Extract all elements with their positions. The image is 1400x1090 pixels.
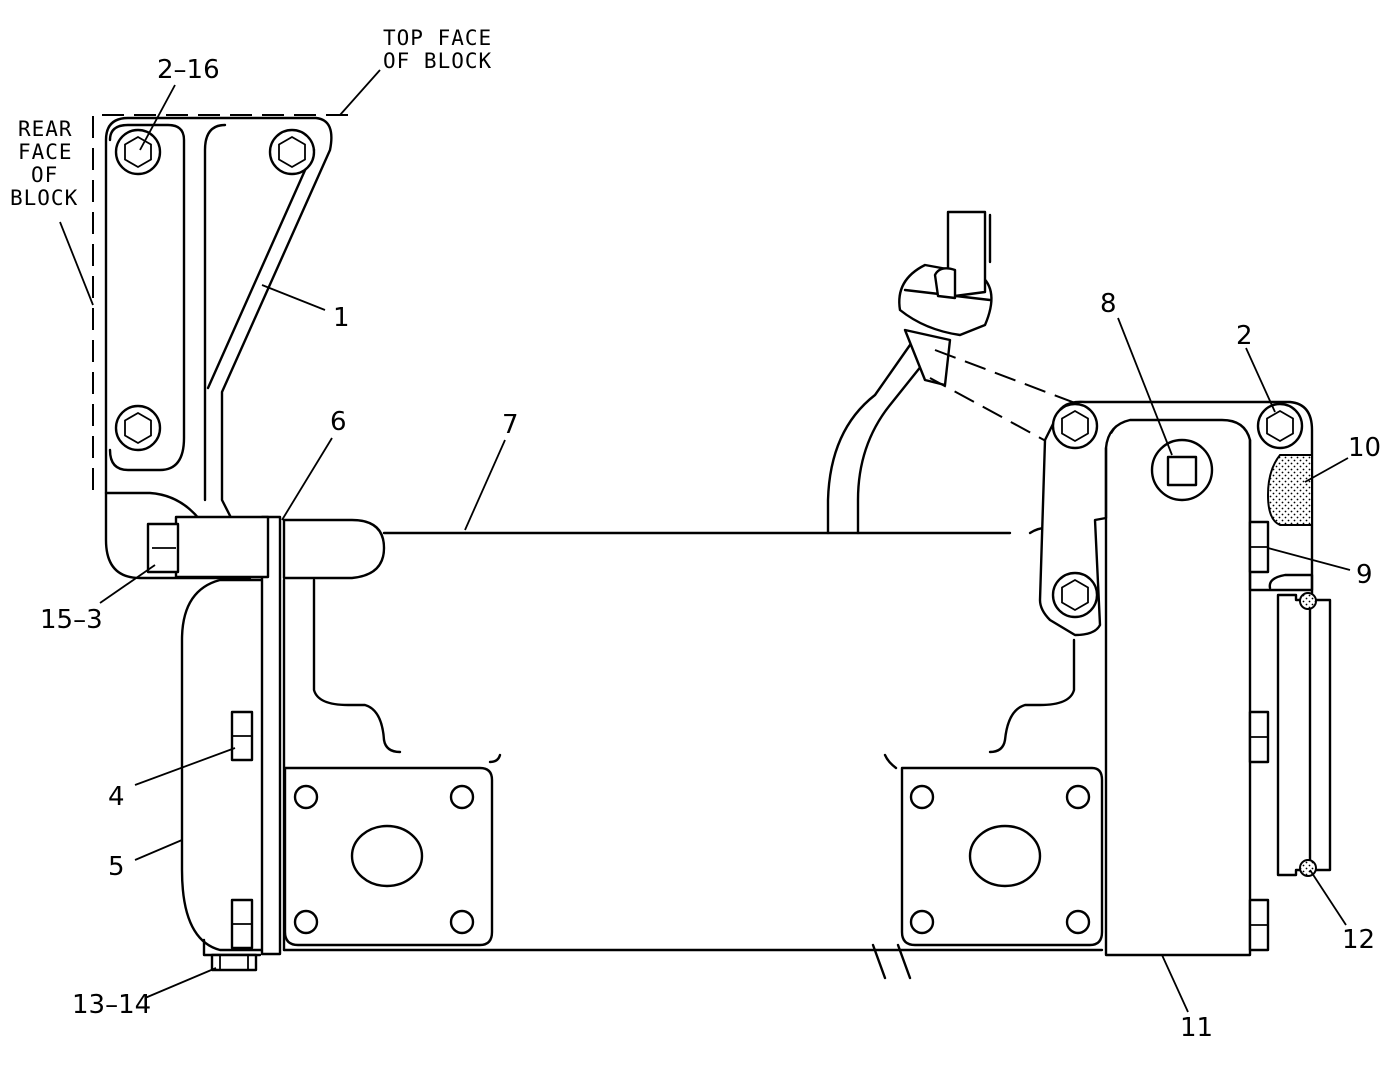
hex-bolt-icon bbox=[268, 128, 316, 176]
callout-8: 8 bbox=[1100, 289, 1117, 319]
bolt-hole-icon bbox=[293, 909, 319, 935]
note-rear-face-line-2: FACE bbox=[18, 140, 73, 164]
callout-11: 11 bbox=[1180, 1013, 1213, 1043]
callout-2: 2 bbox=[1236, 321, 1253, 351]
mounting-bracket bbox=[104, 116, 333, 580]
hex-bolt-icon bbox=[1051, 402, 1099, 450]
o-ring-icon bbox=[1299, 859, 1317, 877]
callout-2-16: 2–16 bbox=[157, 55, 220, 85]
block-reference-lines bbox=[92, 114, 355, 490]
bolt-hole-icon bbox=[909, 909, 935, 935]
hex-bolt-icon bbox=[114, 128, 162, 176]
note-top-face: TOP FACE OF BLOCK bbox=[383, 26, 492, 73]
callout-4: 4 bbox=[108, 782, 125, 812]
bolt-hole-icon bbox=[1065, 784, 1091, 810]
note-rear-face-line-4: BLOCK bbox=[10, 186, 78, 210]
bolt-hole-icon bbox=[909, 784, 935, 810]
note-rear-face-line-3: OF bbox=[31, 163, 58, 187]
hex-bolt-icon bbox=[114, 404, 162, 452]
callout-12: 12 bbox=[1342, 925, 1375, 955]
note-rear-face: REAR FACE OF BLOCK bbox=[10, 117, 78, 210]
right-flange-bolts bbox=[1248, 520, 1270, 952]
callout-5: 5 bbox=[108, 852, 125, 882]
break-lines bbox=[871, 943, 912, 980]
note-rear-face-line-1: REAR bbox=[18, 117, 73, 141]
callout-labels: 2–16 1 6 7 8 2 10 9 12 11 15–3 4 5 13–14 bbox=[40, 55, 1381, 1043]
bolt-hole-icon bbox=[449, 784, 475, 810]
callout-7: 7 bbox=[502, 410, 519, 440]
stippled-seal bbox=[1266, 454, 1313, 526]
right-flange-bracket bbox=[1038, 400, 1314, 957]
hex-bolt-icon bbox=[1256, 402, 1304, 450]
gasket-plate bbox=[146, 515, 282, 956]
left-end-cover bbox=[180, 578, 272, 957]
right-mounting-pad bbox=[883, 753, 1104, 947]
bolt-hole-icon bbox=[293, 784, 319, 810]
leader-lines bbox=[59, 69, 1351, 1013]
callout-6: 6 bbox=[330, 407, 347, 437]
callout-10: 10 bbox=[1348, 433, 1381, 463]
bolt-hole-icon bbox=[1065, 909, 1091, 935]
hex-bolt-icon bbox=[1051, 571, 1099, 619]
callout-15-3: 15–3 bbox=[40, 605, 103, 635]
note-top-face-line-2: OF BLOCK bbox=[383, 49, 492, 73]
left-mounting-pad bbox=[283, 753, 502, 947]
left-flange-bolts bbox=[210, 710, 258, 972]
callout-13-14: 13–14 bbox=[72, 990, 151, 1020]
o-ring-icon bbox=[1299, 592, 1317, 610]
callout-1: 1 bbox=[333, 303, 350, 333]
outlet-elbow bbox=[1268, 573, 1332, 877]
callout-9: 9 bbox=[1356, 560, 1373, 590]
bolt-hole-icon bbox=[449, 909, 475, 935]
note-top-face-line-1: TOP FACE bbox=[383, 26, 492, 50]
